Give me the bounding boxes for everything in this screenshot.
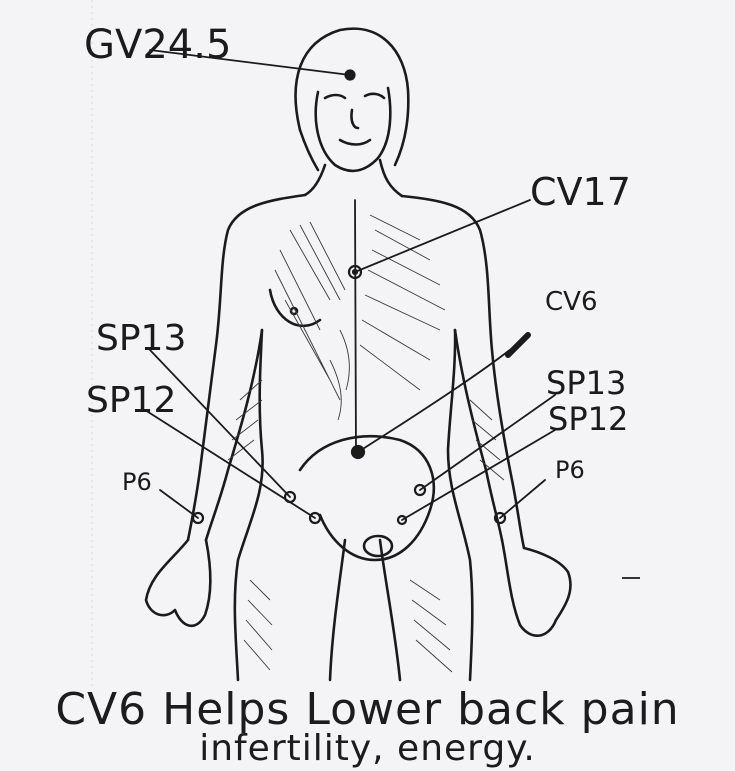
cv6-needle	[508, 335, 528, 355]
point-labels: GV24.5 CV17 CV6 SP13 SP12 P6 SP13 SP12 P…	[84, 22, 631, 496]
body-midline	[355, 200, 356, 455]
label-p6-left: P6	[122, 468, 152, 496]
caption-line-2: infertility, energy.	[0, 728, 735, 769]
right-leg-inner	[380, 540, 400, 680]
right-hand	[502, 540, 570, 636]
leader-cv17	[355, 200, 530, 272]
leader-p6-left	[160, 490, 198, 518]
left-eye	[325, 95, 345, 98]
hair-left	[300, 130, 318, 170]
left-arm-outer	[188, 195, 305, 540]
point-gv24-5	[346, 71, 355, 80]
leader-sp13-left	[150, 350, 290, 497]
right-eye	[365, 94, 384, 98]
label-gv24-5: GV24.5	[84, 22, 231, 68]
mouth	[340, 140, 370, 145]
nose	[351, 110, 358, 128]
neck-left	[305, 165, 325, 195]
acupoints	[193, 71, 505, 525]
label-sp13-left: SP13	[96, 318, 186, 359]
right-hip-leg	[448, 330, 472, 680]
left-hip-leg	[235, 330, 263, 680]
leader-lines	[145, 50, 555, 520]
face-outline	[316, 88, 391, 171]
label-sp13-right: SP13	[546, 364, 626, 402]
left-hand	[146, 540, 210, 626]
label-cv6: CV6	[545, 287, 597, 317]
left-leg-inner	[330, 540, 345, 680]
muscle-shading	[228, 215, 504, 672]
pelvic-opening	[364, 536, 392, 556]
label-p6-right: P6	[555, 456, 585, 484]
label-sp12-right: SP12	[548, 400, 628, 438]
point-cv17-center	[353, 270, 357, 274]
point-cv6	[352, 446, 364, 458]
label-sp12-left: SP12	[86, 380, 176, 421]
label-cv17: CV17	[530, 170, 631, 214]
neck-right	[380, 160, 402, 196]
leader-p6-right	[500, 480, 545, 518]
